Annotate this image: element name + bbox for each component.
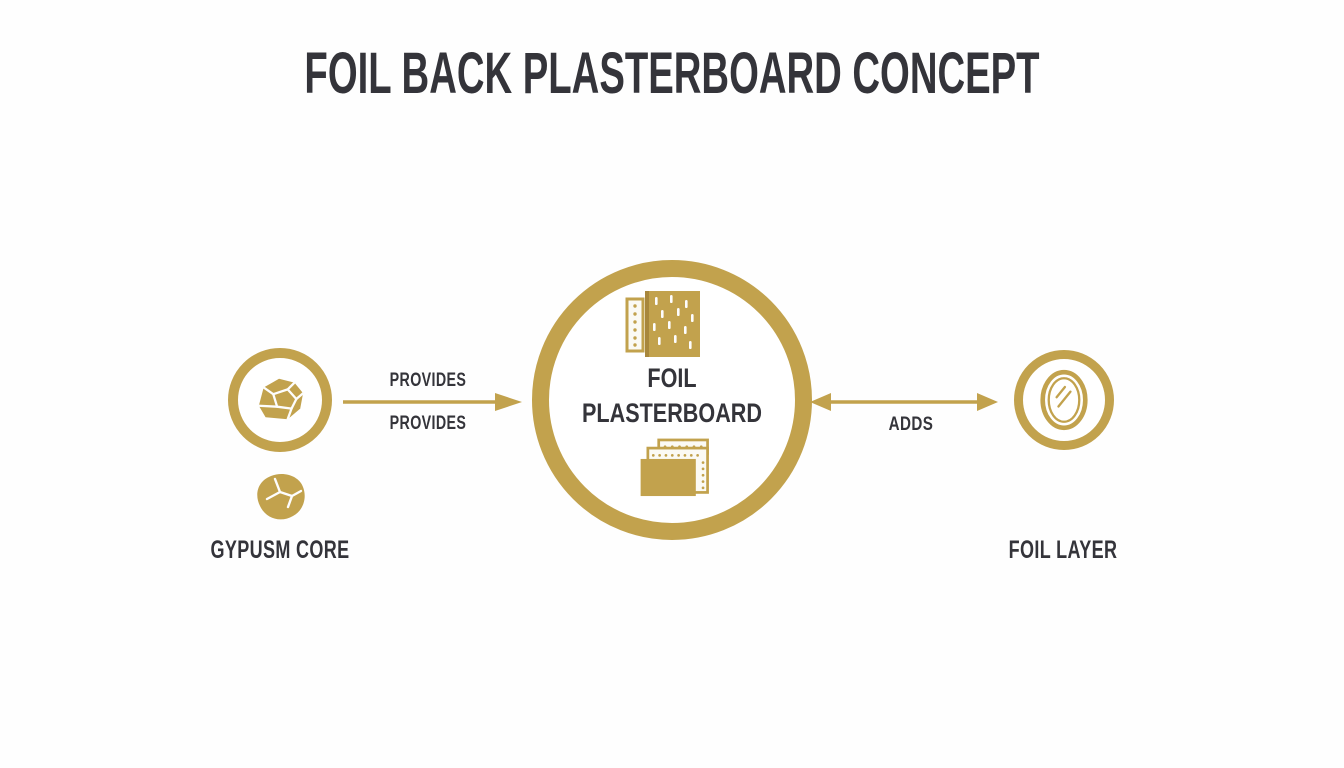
provides-label-bottom: PROVIDES bbox=[389, 413, 467, 434]
page-title: FOIL BACK PLASTERBOARD CONCEPT bbox=[0, 42, 1344, 106]
arrow-double-icon bbox=[808, 387, 1000, 417]
gypsum-stone-icon bbox=[246, 468, 310, 524]
page-title-text: FOIL BACK PLASTERBOARD CONCEPT bbox=[304, 41, 1040, 106]
adds-label: ADDS bbox=[888, 414, 934, 435]
gypsum-core-label: GYPUSM CORE bbox=[210, 536, 350, 564]
arrow-right-icon bbox=[340, 387, 524, 417]
gypsum-node-circle bbox=[228, 348, 332, 452]
plasterboard-sheet-icon bbox=[624, 289, 702, 359]
center-node-label: FOIL PLASTERBOARD bbox=[532, 361, 812, 431]
foil-layer-label: FOIL LAYER bbox=[1008, 536, 1118, 564]
stacked-boards-icon bbox=[637, 438, 713, 498]
center-node-label-line2: PLASTERBOARD bbox=[581, 398, 762, 429]
center-node-label-line1: FOIL bbox=[647, 363, 697, 393]
foil-mirror-icon bbox=[1039, 369, 1089, 431]
gypsum-rock-icon bbox=[251, 374, 309, 424]
provides-label-top: PROVIDES bbox=[389, 370, 467, 391]
